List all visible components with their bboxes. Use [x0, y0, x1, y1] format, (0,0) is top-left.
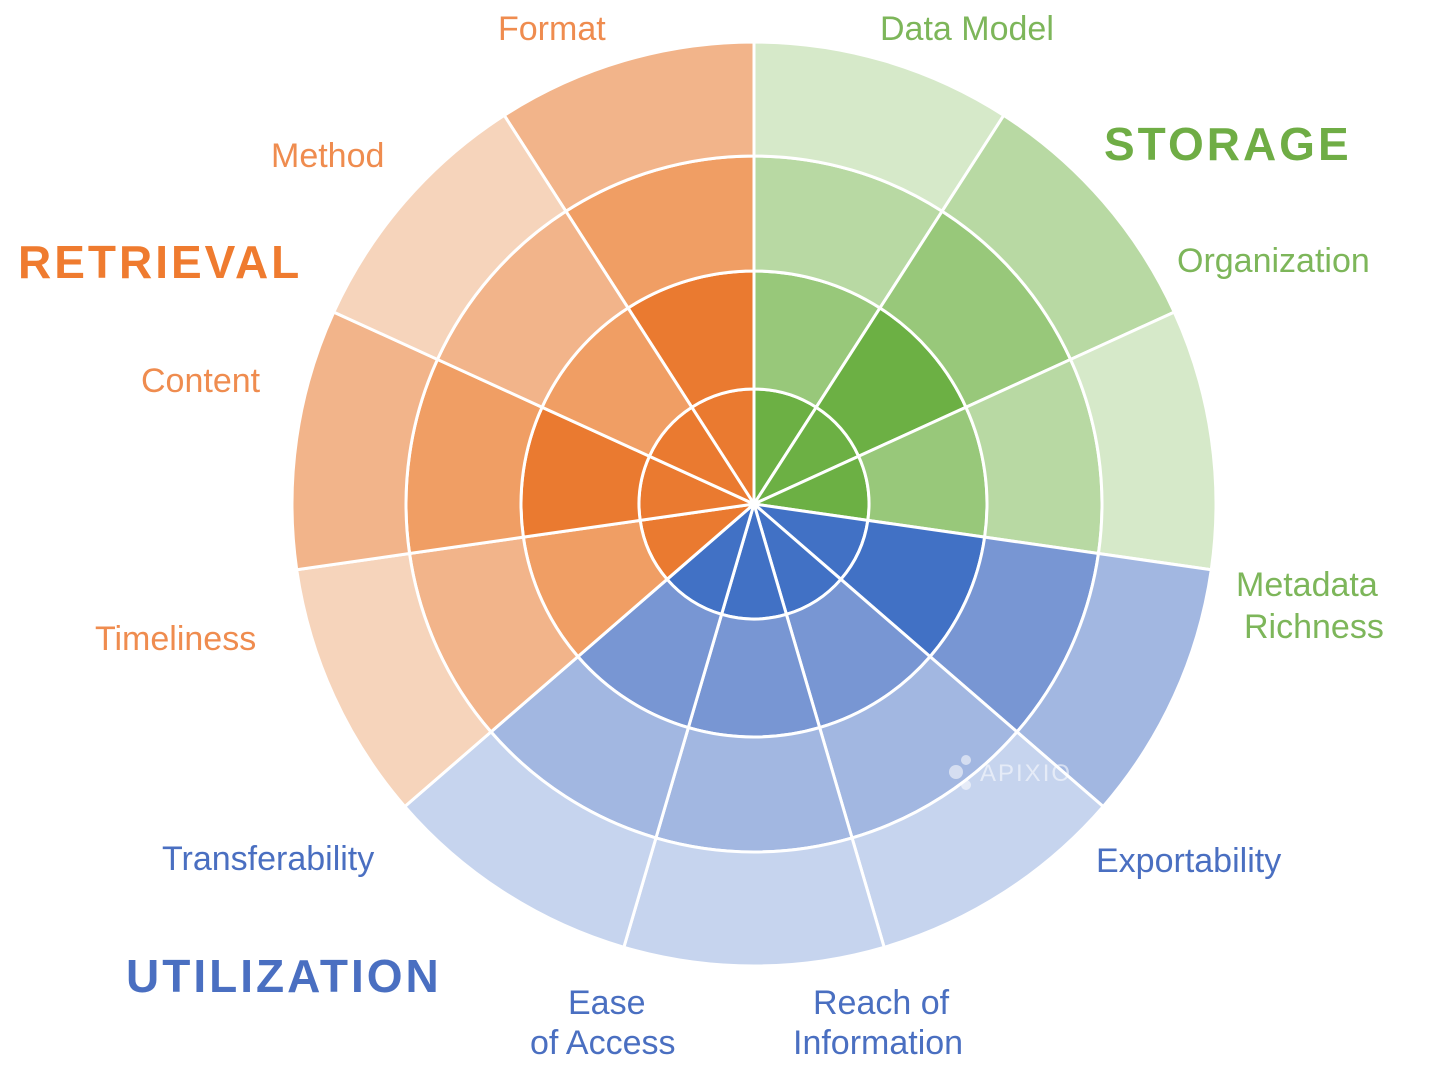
- segment-label-metadata-richness-line1: Metadata: [1236, 566, 1378, 604]
- segment-label-reach-line2: Information: [793, 1024, 963, 1061]
- segment-ease-of-access-ring-4: [622, 836, 886, 968]
- segment-label-method: Method: [271, 137, 384, 175]
- watermark-text: APIXIO: [980, 760, 1072, 787]
- segment-metadata-richness: [752, 310, 1218, 572]
- wheel-labels: RETRIEVAL STORAGE UTILIZATION Format Dat…: [18, 10, 1384, 1062]
- segment-method: [332, 113, 756, 506]
- segment-reach-of-information: [752, 502, 1105, 949]
- logo-dot: [961, 755, 971, 765]
- apixio-logo: APIXIO: [949, 755, 1072, 790]
- segment-ease-of-access: [622, 502, 886, 968]
- segment-format: [502, 40, 756, 506]
- category-label-retrieval: RETRIEVAL: [18, 236, 302, 288]
- segment-label-data-model: Data Model: [880, 10, 1054, 48]
- segment-exportability: [752, 502, 1213, 809]
- segment-label-content: Content: [141, 362, 261, 400]
- segment-label-format: Format: [498, 10, 606, 48]
- logo-dot: [961, 780, 971, 790]
- category-label-storage: STORAGE: [1104, 118, 1352, 170]
- segment-label-reach-line1: Reach of: [813, 984, 950, 1022]
- segment-label-organization: Organization: [1177, 242, 1370, 280]
- segment-transferability: [403, 502, 756, 949]
- segment-method-ring-4: [332, 113, 568, 361]
- segment-label-ease-line1: Ease: [568, 984, 646, 1022]
- segment-label-exportability: Exportability: [1096, 842, 1281, 880]
- segment-label-ease-line2: of Access: [530, 1024, 676, 1061]
- segment-label-transferability: Transferability: [162, 840, 374, 878]
- segment-label-metadata-richness-line2: Richness: [1244, 608, 1384, 646]
- segment-label-timeliness: Timeliness: [95, 620, 256, 658]
- category-label-utilization: UTILIZATION: [126, 950, 442, 1002]
- segment-ease-of-access-ring-3: [654, 726, 854, 854]
- logo-dot: [949, 765, 963, 779]
- wheel-segments: [290, 40, 1218, 968]
